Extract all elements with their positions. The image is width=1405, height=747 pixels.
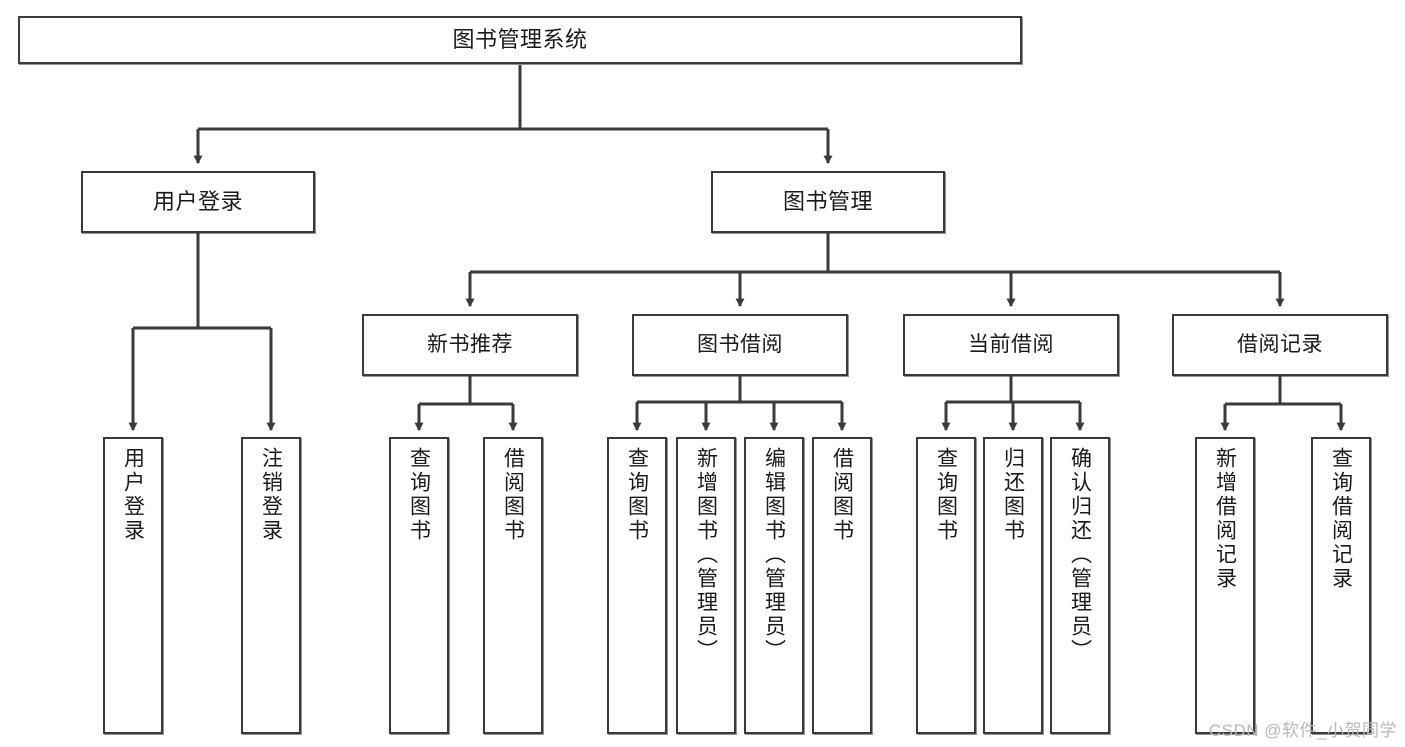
node-label: 编辑图书（管理员） xyxy=(762,447,786,663)
leaf-user-login-logout[interactable]: 注销登录 xyxy=(241,437,301,734)
node-label: 用户登录 xyxy=(121,447,145,543)
node-label: 确认归还（管理员） xyxy=(1068,447,1092,663)
leaf-current-borrow-query-book[interactable]: 查询图书 xyxy=(916,437,976,734)
node-label: 当前借阅 xyxy=(968,332,1054,356)
node-current-borrowing[interactable]: 当前借阅 xyxy=(903,314,1119,376)
node-label: 查询借阅记录 xyxy=(1329,447,1353,591)
node-label: 归还图书 xyxy=(1001,447,1025,543)
leaf-borrow-records-add-record[interactable]: 新增借阅记录 xyxy=(1195,437,1255,734)
leaf-book-borrow-edit-book-admin[interactable]: 编辑图书（管理员） xyxy=(744,437,804,734)
node-label: 图书借阅 xyxy=(697,332,783,356)
node-label: 查询图书 xyxy=(625,447,649,543)
node-label: 图书管理系统 xyxy=(452,26,588,52)
leaf-current-borrow-confirm-return-admin[interactable]: 确认归还（管理员） xyxy=(1050,437,1110,734)
node-label: 查询图书 xyxy=(407,447,431,543)
node-label: 用户登录 xyxy=(152,188,243,214)
leaf-borrow-records-query-record[interactable]: 查询借阅记录 xyxy=(1311,437,1371,734)
node-label: 借阅图书 xyxy=(501,447,525,543)
leaf-book-borrow-query-book[interactable]: 查询图书 xyxy=(607,437,667,734)
node-new-book-recommendation[interactable]: 新书推荐 xyxy=(362,314,578,376)
leaf-user-login-login[interactable]: 用户登录 xyxy=(103,437,163,734)
node-book-management[interactable]: 图书管理 xyxy=(711,171,945,233)
node-label: 新书推荐 xyxy=(427,332,513,356)
node-label: 查询图书 xyxy=(934,447,958,543)
leaf-new-book-query-book[interactable]: 查询图书 xyxy=(389,437,449,734)
leaf-book-borrow-add-book-admin[interactable]: 新增图书（管理员） xyxy=(676,437,736,734)
node-label: 注销登录 xyxy=(259,447,283,543)
node-book-borrowing[interactable]: 图书借阅 xyxy=(632,314,848,376)
node-label: 新增借阅记录 xyxy=(1213,447,1237,591)
node-label: 新增图书（管理员） xyxy=(694,447,718,663)
leaf-book-borrow-borrow-book[interactable]: 借阅图书 xyxy=(812,437,872,734)
leaf-new-book-borrow-book[interactable]: 借阅图书 xyxy=(483,437,543,734)
node-root-book-management-system[interactable]: 图书管理系统 xyxy=(18,16,1022,64)
node-label: 借阅记录 xyxy=(1237,332,1323,356)
node-user-login[interactable]: 用户登录 xyxy=(81,171,315,233)
csdn-watermark: CSDN @软件_小贺同学 xyxy=(1208,721,1397,740)
leaf-current-borrow-return-book[interactable]: 归还图书 xyxy=(983,437,1043,734)
node-label: 图书管理 xyxy=(782,188,873,214)
node-label: 借阅图书 xyxy=(830,447,854,543)
node-borrowing-records[interactable]: 借阅记录 xyxy=(1172,314,1388,376)
